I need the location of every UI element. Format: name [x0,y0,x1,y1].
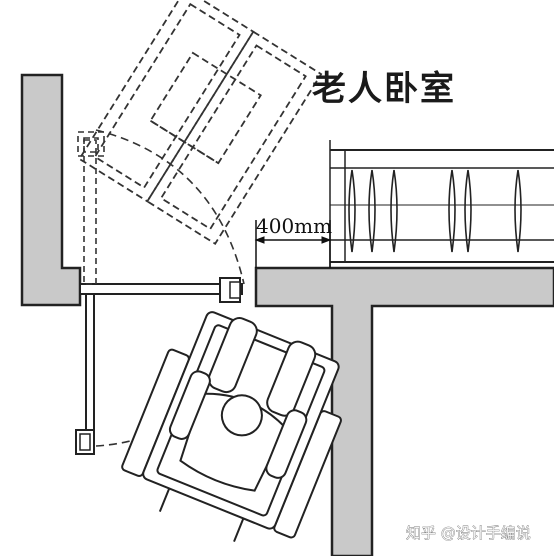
left-wall [20,73,82,307]
watermark: 知乎 @设计手编说 [406,524,531,542]
wardrobe [329,140,554,268]
right-wall [254,266,554,556]
wheelchair-user [121,311,342,542]
head [220,394,263,437]
door-open-dashed [77,131,105,285]
wheelchair-dashed [78,0,323,245]
door [75,277,243,455]
room-title: 老人卧室 [312,69,456,109]
dimension-label: 400mm [256,214,332,238]
dimension-marker [254,220,332,268]
hanger-icon [348,169,522,253]
